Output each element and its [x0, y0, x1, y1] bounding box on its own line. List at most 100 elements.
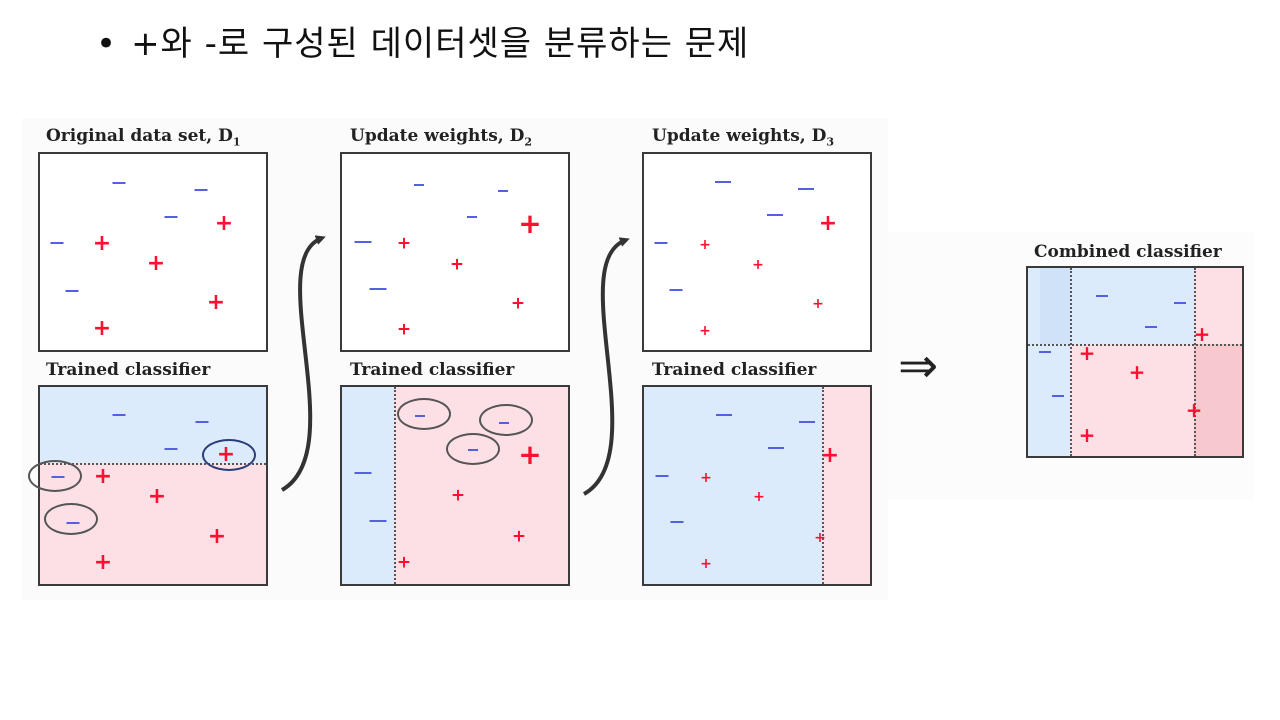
plus-point: +: [1185, 398, 1203, 422]
minus-point: [1096, 295, 1108, 297]
curved-arrow-icon: [582, 237, 630, 496]
misclassified-ring: [28, 460, 82, 492]
panel-trained-classifier-3: + + + + +: [642, 385, 872, 586]
plus-point: +: [147, 484, 167, 509]
plus-point: +: [812, 296, 824, 312]
minus-point: [369, 520, 387, 522]
panel-update-weights-d2: + + + + +: [340, 152, 570, 352]
plus-point: +: [518, 438, 542, 471]
implies-arrow-icon: ⇒: [898, 338, 939, 394]
minus-point: [799, 421, 815, 423]
plus-point: +: [700, 470, 712, 486]
plus-point: +: [699, 237, 711, 253]
plus-point: +: [1078, 423, 1096, 447]
misclassified-ring: [479, 404, 533, 436]
minus-point: [112, 414, 126, 416]
caption-update-weights-d3: Update weights, D3: [652, 126, 835, 149]
minus-point: [467, 216, 477, 218]
minus-point: [498, 190, 508, 192]
slide-bullet-title: • +와 -로 구성된 데이터셋을 분류하는 문제: [96, 16, 749, 65]
minus-point: [670, 521, 684, 523]
minus-point: [654, 242, 668, 244]
decision-boundary-vertical: [394, 387, 396, 584]
curved-arrow-icon: [280, 235, 326, 492]
caption-trained-classifier-1: Trained classifier: [46, 360, 211, 380]
region-plus: [1070, 344, 1194, 456]
plus-point: +: [92, 231, 112, 256]
region-plus-strong: [1194, 344, 1242, 456]
misclassified-ring: [202, 439, 256, 471]
panel-update-weights-d3: + + + + +: [642, 152, 872, 352]
minus-point: [1174, 302, 1186, 304]
plus-point: +: [93, 464, 113, 489]
plus-point: +: [752, 257, 764, 273]
misclassified-ring: [44, 503, 98, 535]
minus-point: [414, 184, 424, 186]
plus-point: +: [92, 316, 112, 341]
plus-point: +: [93, 550, 113, 575]
minus-point: [164, 216, 178, 218]
minus-point: [112, 182, 126, 184]
plus-point: +: [753, 489, 765, 505]
minus-point: [354, 472, 372, 474]
minus-point: [354, 241, 372, 243]
plus-point: +: [396, 552, 412, 573]
caption-update-weights-d2: Update weights, D2: [350, 126, 533, 149]
minus-point: [195, 421, 209, 423]
plus-point: +: [206, 290, 226, 315]
caption-trained-classifier-2: Trained classifier: [350, 360, 515, 380]
decision-boundary-horizontal: [40, 463, 266, 465]
minus-point: [655, 475, 669, 477]
minus-point: [164, 448, 178, 450]
panel-trained-classifier-2: + + + +: [340, 385, 570, 586]
minus-point: [716, 414, 732, 416]
minus-point: [194, 189, 208, 191]
caption-combined-classifier: Combined classifier: [1034, 242, 1222, 262]
plus-point: +: [207, 524, 227, 549]
minus-point: [369, 288, 387, 290]
plus-point: +: [510, 293, 526, 314]
misclassified-ring: [397, 398, 451, 430]
minus-point: [768, 447, 784, 449]
bullet-dot: •: [96, 24, 118, 64]
plus-point: +: [814, 530, 826, 546]
region-minus-strong: [1040, 268, 1070, 344]
plus-point: +: [820, 443, 840, 468]
region-minus: [644, 387, 822, 584]
caption-original-data-set: Original data set, D1: [46, 126, 241, 149]
region-minus: [342, 387, 394, 584]
minus-point: [1052, 395, 1064, 397]
minus-point: [767, 214, 783, 216]
slide-title: +와 -로 구성된 데이터셋을 분류하는 문제: [131, 24, 750, 64]
decision-boundary-vertical: [1194, 268, 1196, 456]
plus-point: +: [700, 556, 712, 572]
decision-boundary-vertical: [1070, 268, 1072, 456]
plus-point: +: [396, 233, 412, 254]
plus-point: +: [449, 254, 465, 275]
misclassified-ring: [446, 433, 500, 465]
region-plus: [822, 387, 870, 584]
plus-point: +: [818, 211, 838, 236]
minus-point: [715, 181, 731, 183]
plus-point: +: [1078, 341, 1096, 365]
minus-point: [669, 289, 683, 291]
plus-point: +: [450, 485, 466, 506]
decision-boundary-horizontal: [1028, 344, 1242, 346]
plus-point: +: [214, 211, 234, 236]
plus-point: +: [518, 207, 542, 240]
minus-point: [50, 242, 64, 244]
minus-point: [1039, 351, 1051, 353]
plus-point: +: [396, 319, 412, 340]
caption-trained-classifier-3: Trained classifier: [652, 360, 817, 380]
panel-combined-classifier: + + + + +: [1026, 266, 1244, 458]
minus-point: [65, 290, 79, 292]
plus-point: +: [1193, 322, 1211, 346]
plus-point: +: [1128, 360, 1146, 384]
plus-point: +: [146, 251, 166, 276]
region-plus: [1194, 268, 1242, 344]
minus-point: [798, 188, 814, 190]
region-minus: [1028, 344, 1070, 456]
plus-point: +: [699, 323, 711, 339]
